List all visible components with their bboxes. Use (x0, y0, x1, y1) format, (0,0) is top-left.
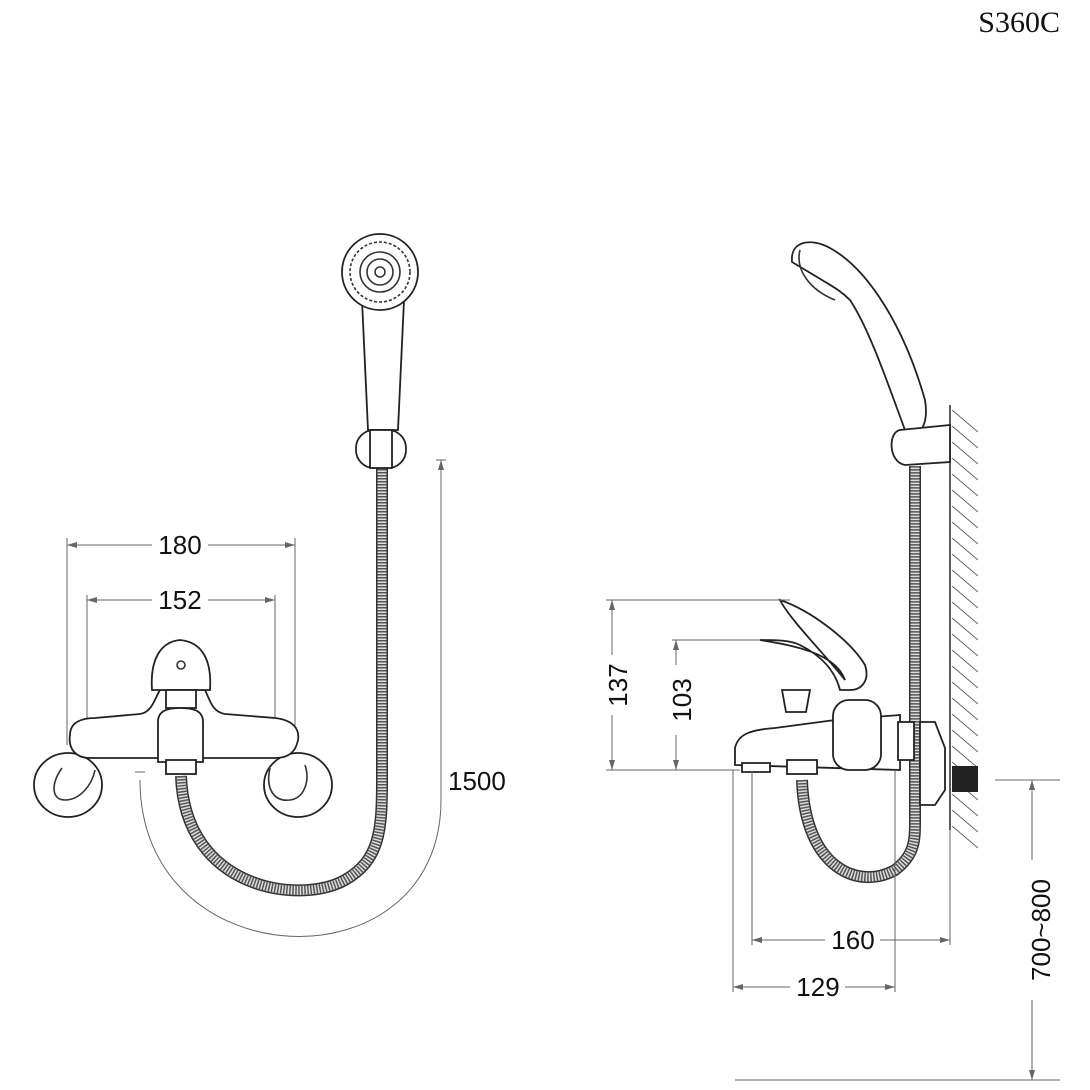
dimension-label: 152 (158, 585, 201, 615)
right-escutcheon (263, 752, 333, 818)
dimension-160: 160 (751, 772, 951, 955)
hatch-line (951, 441, 979, 465)
dimension-129: 129 (732, 770, 896, 1002)
hatch-line (951, 585, 979, 609)
hatch-line (951, 809, 979, 833)
hatch-line (951, 489, 979, 513)
faucet-body-side (734, 598, 946, 806)
hatch-line (951, 665, 979, 689)
hatch-line (951, 425, 979, 449)
side-view: 137 103 160 129 (603, 241, 1060, 1081)
hatch-line (951, 457, 979, 481)
shower-hose-side (796, 466, 921, 884)
hatch-line (951, 409, 979, 433)
shower-holder (890, 424, 951, 466)
hand-shower-side (791, 241, 927, 435)
dimension-1500: 1500 (135, 459, 506, 937)
hatch-line (951, 521, 979, 545)
hatch-line (951, 505, 979, 529)
hatch-line (951, 617, 979, 641)
hatch-line (951, 793, 979, 817)
hand-shower (341, 233, 419, 469)
dimension-label: 129 (796, 972, 839, 1002)
hatch-line (951, 729, 979, 753)
dimension-label: 700~800 (1026, 879, 1056, 981)
hatch-line (951, 713, 979, 737)
shower-hose (175, 468, 388, 897)
dimension-label: 137 (603, 663, 633, 706)
hatch-line (951, 473, 979, 497)
hatch-line (951, 569, 979, 593)
dimension-103: 103 (667, 639, 760, 770)
dimension-label: 103 (667, 678, 697, 721)
front-view: 180 152 (33, 233, 506, 937)
hatch-line (951, 553, 979, 577)
dimension-152: 152 (86, 585, 276, 735)
model-number: S360C (978, 6, 1060, 39)
wall (949, 405, 979, 849)
hatch-line (951, 697, 979, 721)
dimension-label: 1500 (448, 766, 506, 796)
dimension-700-800: 700~800 (735, 779, 1060, 1081)
dimension-label: 180 (158, 530, 201, 560)
left-escutcheon (33, 752, 103, 818)
hatch-line (951, 681, 979, 705)
dimension-180: 180 (66, 530, 296, 750)
hatch-line (951, 745, 979, 769)
wall-connection (952, 766, 978, 792)
hatch-line (951, 537, 979, 561)
faucet-body (68, 639, 300, 775)
hatch-line (951, 633, 979, 657)
dimension-label: 160 (831, 925, 874, 955)
hatch-line (951, 825, 979, 849)
dimension-137: 137 (603, 599, 790, 771)
hatch-line (951, 601, 979, 625)
hatch-line (951, 649, 979, 673)
